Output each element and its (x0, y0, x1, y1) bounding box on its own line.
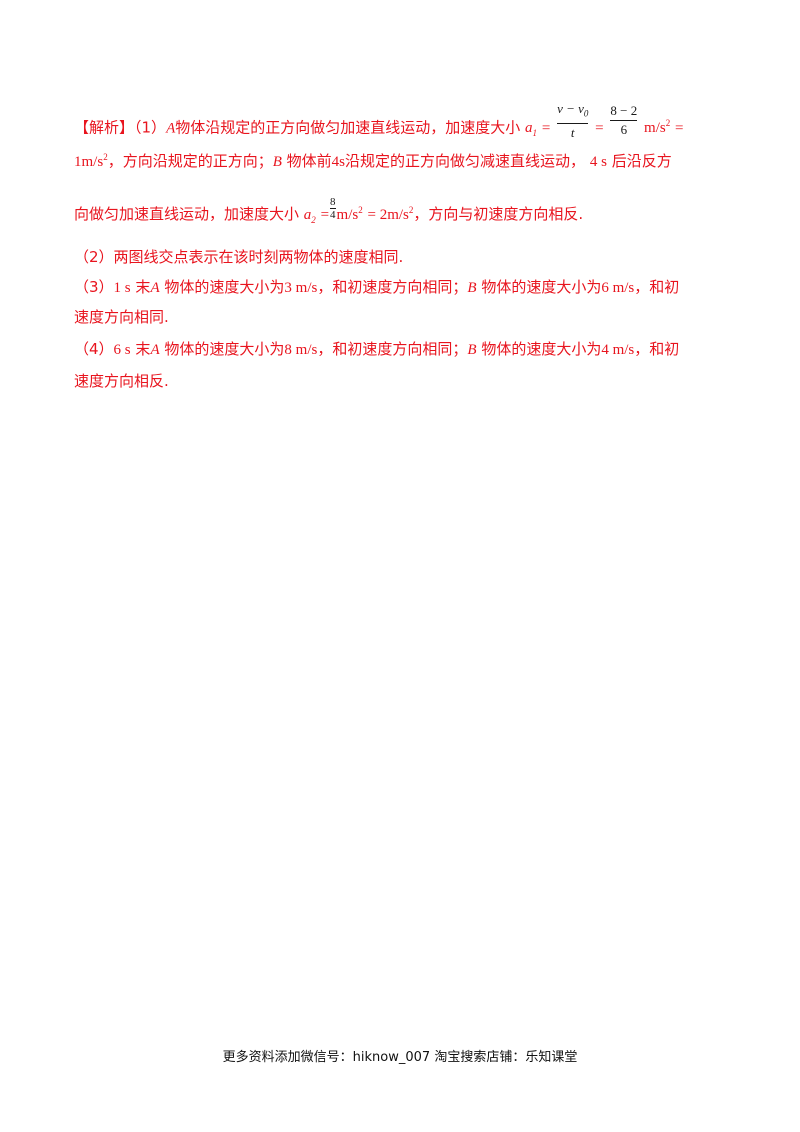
text: 物体沿规定的正方向做匀加速直线运动，加速度大小 (175, 118, 521, 137)
text: 向做匀加速直线运动，加速度大小 (74, 205, 300, 223)
symbol-a2: a2 (303, 207, 316, 225)
text: 物体前 (286, 152, 332, 170)
value: 1m/s2 (74, 152, 108, 170)
object-b: B (272, 154, 282, 170)
analysis-label: 【解析】 (74, 118, 135, 137)
time: 4 s (589, 154, 607, 170)
analysis-part-4: （4）6 s 末A 物体的速度大小为8 m/s，和初速度方向相同；B 物体的速度… (74, 340, 680, 358)
analysis-part-4-continued: 速度方向相反. (74, 372, 169, 390)
unit: m/s2 (336, 205, 363, 223)
equals: = (675, 120, 684, 137)
equals: = (320, 207, 330, 223)
text: ，方向沿规定的正方向； (107, 152, 273, 170)
analysis-line-1: 【解析】（1）A物体沿规定的正方向做匀加速直线运动，加速度大小 a1 = v −… (74, 101, 684, 148)
time: 4s (331, 154, 346, 170)
equals: = (595, 120, 604, 137)
analysis-part-2: （2）两图线交点表示在该时刻两物体的速度相同. (74, 248, 404, 266)
object-a: A (166, 120, 176, 137)
text: 沿规定的正方向做匀减速直线运动， (345, 152, 586, 170)
text: 后沿反方 (611, 152, 672, 170)
result: = 2m/s2 (367, 205, 414, 223)
text: ，方向与初速度方向相反. (413, 205, 584, 223)
footer-note: 更多资料添加微信号：hiknow_007 淘宝搜索店铺：乐知课堂 (222, 1050, 578, 1065)
fraction-v-over-t: v − v0 t (557, 101, 589, 140)
analysis-part-3-continued: 速度方向相同. (74, 308, 169, 326)
analysis-line-2: 1m/s2，方向沿规定的正方向；B 物体前4s沿规定的正方向做匀减速直线运动， … (74, 150, 672, 171)
fraction-values: 8 − 2 6 (610, 103, 638, 138)
part-number: （1） (134, 118, 167, 137)
unit: m/s2 (644, 118, 671, 137)
analysis-part-3: （3）1 s 末A 物体的速度大小为3 m/s，和初速度方向相同；B 物体的速度… (74, 278, 680, 296)
symbol-a1: a1 (525, 120, 538, 139)
equals: = (541, 120, 551, 137)
